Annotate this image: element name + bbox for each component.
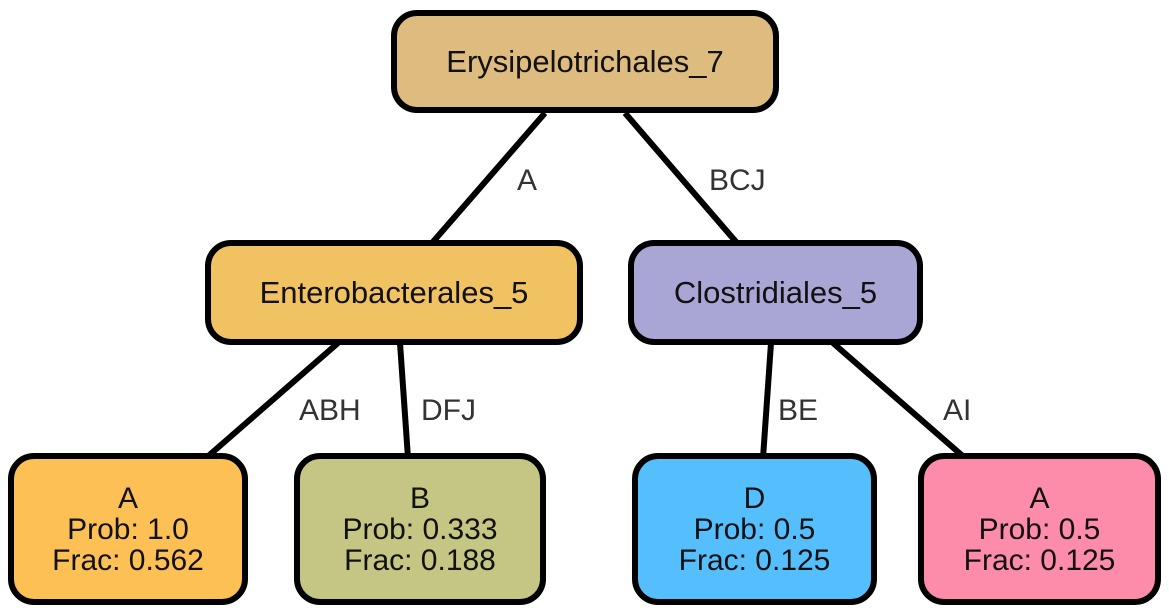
- leaf-a2: A Prob: 0.5 Frac: 0.125: [918, 453, 1161, 605]
- edge-enterobacterales-leaf-a: [204, 340, 340, 461]
- leaf-b: B Prob: 0.333 Frac: 0.188: [294, 453, 546, 605]
- edge-label-bcj: BCJ: [709, 164, 766, 197]
- edge-label-ai: AI: [943, 394, 971, 427]
- leaf-frac: Frac: 0.188: [344, 543, 496, 577]
- edge-label-dfj: DFJ: [421, 394, 476, 427]
- edge-label-be: BE: [778, 394, 818, 427]
- node-label: Clostridiales_5: [673, 275, 878, 310]
- leaf-label: B: [409, 481, 430, 515]
- leaf-frac: Frac: 0.125: [678, 543, 831, 577]
- leaf-d: D Prob: 0.5 Frac: 0.125: [632, 453, 877, 605]
- edge-root-enterobacterales: [429, 111, 548, 245]
- edge-clostridiales-leaf-d: [760, 342, 774, 459]
- leaf-label: A: [1029, 481, 1050, 515]
- node-clostridiales: Clostridiales_5: [628, 240, 923, 345]
- leaf-label: A: [117, 481, 138, 515]
- node-root: Erysipelotrichales_7: [391, 10, 779, 113]
- edge-label-a: A: [517, 164, 537, 197]
- leaf-a: A Prob: 1.0 Frac: 0.562: [8, 453, 248, 605]
- leaf-frac: Frac: 0.562: [52, 543, 204, 577]
- leaf-prob: Prob: 0.5: [978, 512, 1101, 546]
- edge-label-abh: ABH: [299, 394, 361, 427]
- edge-root-clostridiales: [622, 111, 740, 245]
- leaf-label: D: [743, 481, 766, 515]
- node-label: Enterobacterales_5: [259, 275, 529, 310]
- leaf-prob: Prob: 0.5: [693, 512, 816, 546]
- node-label: Erysipelotrichales_7: [446, 44, 724, 79]
- leaf-frac: Frac: 0.125: [963, 543, 1116, 577]
- node-enterobacterales: Enterobacterales_5: [205, 240, 583, 345]
- edge-clostridiales-leaf-a2: [831, 340, 967, 461]
- edge-enterobacterales-leaf-b: [397, 342, 411, 459]
- leaf-prob: Prob: 0.333: [342, 512, 498, 546]
- leaf-prob: Prob: 1.0: [67, 512, 189, 546]
